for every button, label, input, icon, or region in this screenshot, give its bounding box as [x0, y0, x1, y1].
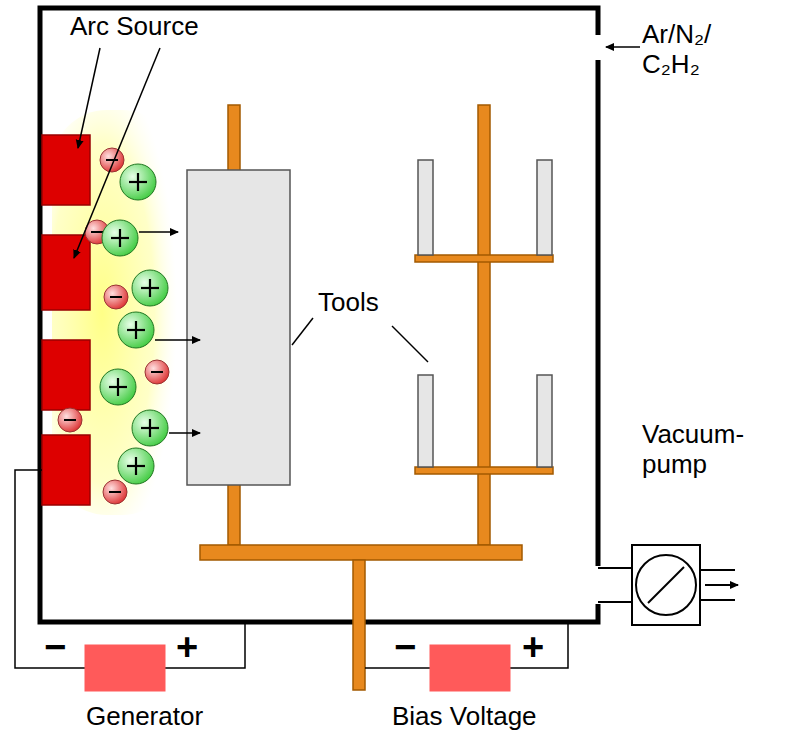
polarity-sign: −	[392, 628, 418, 666]
tool	[187, 160, 552, 485]
part-label: Bias Voltage	[392, 702, 537, 732]
gas-label: Ar/N₂/ C₂H₂	[642, 20, 752, 80]
electron	[58, 148, 169, 504]
part-label: Tools	[318, 288, 379, 318]
leader-line	[292, 318, 428, 362]
polarity-sign: −	[42, 628, 68, 666]
leader-arrow	[74, 48, 160, 258]
ion-arrow	[139, 232, 200, 433]
chamber-wall	[40, 8, 598, 622]
power-supply	[85, 645, 510, 691]
arc-source	[42, 135, 90, 505]
part-label: Generator	[86, 702, 203, 732]
part-label: Arc Source	[70, 12, 199, 42]
part-label: Vacuum- pump	[642, 420, 772, 480]
polarity-sign: +	[520, 628, 546, 666]
polarity-sign: +	[174, 628, 200, 666]
vacuum-pump	[598, 545, 738, 625]
ion	[100, 164, 168, 484]
gas-inlet-arrow	[606, 46, 640, 48]
wire	[15, 470, 568, 668]
